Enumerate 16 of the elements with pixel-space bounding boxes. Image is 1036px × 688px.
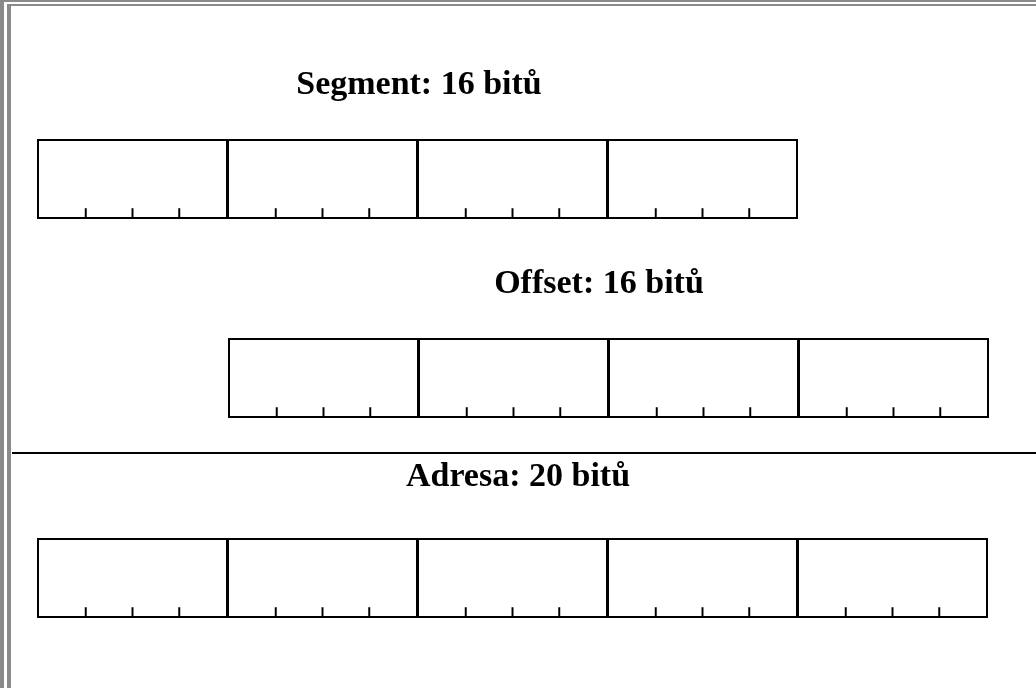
bit-group-box — [417, 538, 608, 618]
bit-group-box — [418, 338, 609, 418]
bit-group-box — [37, 139, 228, 219]
bit-group-box — [797, 538, 988, 618]
field-label: Adresa: 20 bitů — [405, 456, 631, 494]
bit-group-box — [228, 338, 419, 418]
field-label: Offset: 16 bitů — [494, 263, 704, 301]
bit-group-box — [37, 538, 228, 618]
bit-group-box — [607, 139, 798, 219]
bit-group-box — [798, 338, 989, 418]
bit-group-box — [607, 538, 798, 618]
bit-group-box — [608, 338, 799, 418]
bit-group-box — [227, 538, 418, 618]
bit-group-box — [417, 139, 608, 219]
field-label: Segment: 16 bitů — [296, 64, 542, 102]
bit-group-box — [227, 139, 418, 219]
